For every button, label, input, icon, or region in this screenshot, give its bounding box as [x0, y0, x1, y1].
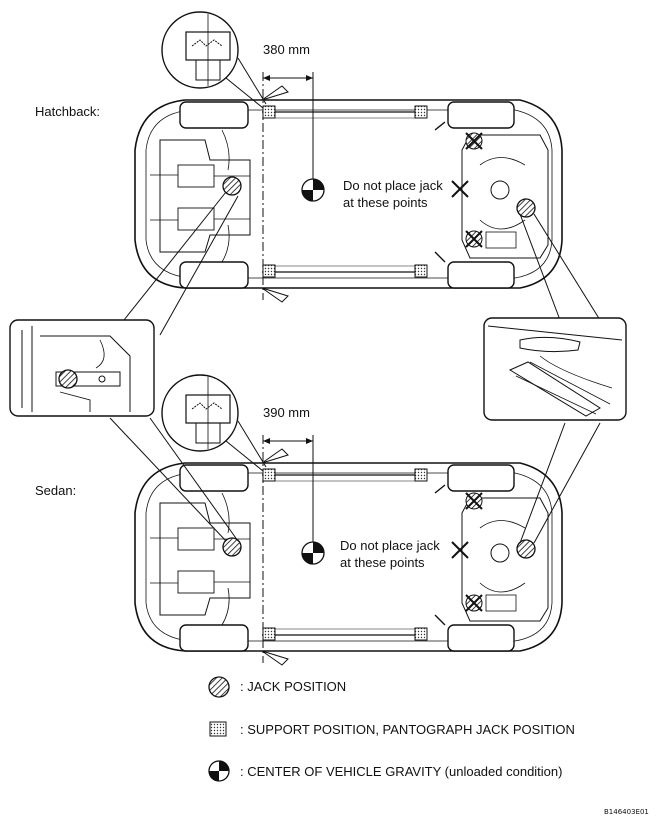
support-position-icon	[209, 721, 227, 737]
support-point-rear-left	[414, 105, 428, 119]
note-line-1: Do not place jack	[343, 178, 443, 193]
front-jack-detail-inset	[9, 319, 155, 417]
hatchback-dimension-label: 380 mm	[263, 42, 310, 57]
sedan-diagram	[109, 374, 601, 666]
jack-position-rear	[516, 198, 536, 218]
legend-jack-position: : JACK POSITION	[240, 679, 347, 694]
hatchback-label: Hatchback:	[35, 104, 101, 119]
support-point-front-left	[262, 468, 276, 482]
support-point-rear-right	[414, 264, 428, 278]
support-point-rear-right	[414, 627, 428, 641]
center-of-gravity-icon	[301, 541, 325, 565]
support-detail-inset	[161, 374, 267, 472]
legend-center-of-gravity: : CENTER OF VEHICLE GRAVITY (unloaded co…	[240, 764, 563, 779]
center-of-gravity-icon	[301, 178, 325, 202]
jack-position-icon	[208, 676, 230, 698]
note-line-1: Do not place jack	[340, 538, 440, 553]
jack-position-front	[222, 176, 242, 196]
note-line-2: at these points	[343, 195, 428, 210]
support-point-rear-left	[414, 468, 428, 482]
figure-code: B146403E01	[604, 808, 649, 816]
rear-jack-detail-inset	[483, 317, 627, 421]
jack-position-front	[222, 537, 242, 557]
sedan-warning-note: Do not place jack at these points	[340, 537, 440, 571]
support-detail-inset	[161, 11, 267, 109]
support-point-front-left	[262, 105, 276, 119]
sedan-dimension-label: 390 mm	[263, 405, 310, 420]
no-jack-cross-icon	[451, 132, 483, 248]
hatchback-diagram	[123, 11, 601, 336]
support-point-front-right	[262, 627, 276, 641]
no-jack-cross-icon	[451, 492, 483, 612]
jack-position-rear	[516, 539, 536, 559]
center-of-gravity-icon	[208, 760, 230, 782]
legend-support-position: : SUPPORT POSITION, PANTOGRAPH JACK POSI…	[240, 722, 575, 737]
hatchback-warning-note: Do not place jack at these points	[343, 177, 443, 211]
sedan-label: Sedan:	[35, 483, 77, 498]
note-line-2: at these points	[340, 555, 425, 570]
support-point-front-right	[262, 264, 276, 278]
